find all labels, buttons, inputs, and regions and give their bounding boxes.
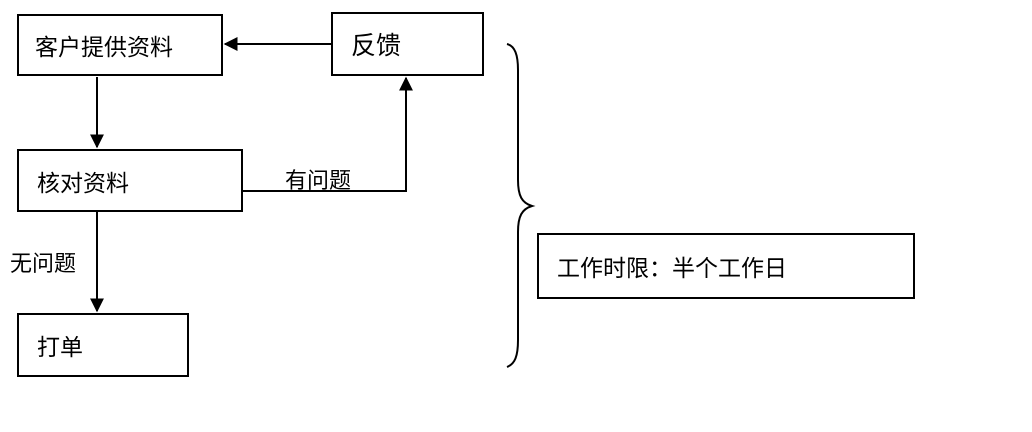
node-time-limit: 工作时限：半个工作日 (537, 233, 915, 299)
edge-label-has-problem: 有问题 (285, 169, 352, 194)
edge-label-no-problem: 无问题 (10, 252, 77, 277)
node-feedback: 反馈 (331, 12, 484, 76)
node-print-order: 打单 (17, 313, 189, 377)
right-curly-brace (506, 43, 536, 368)
node-verify-data: 核对资料 (17, 149, 243, 212)
arrow-verify-to-feedback (243, 76, 413, 192)
node-label: 打单 (37, 335, 83, 361)
node-label: 核对资料 (37, 170, 129, 197)
node-label: 反馈 (351, 31, 402, 60)
node-customer-provides-data: 客户提供资料 (17, 14, 223, 76)
node-label: 客户提供资料 (35, 35, 173, 61)
node-label: 工作时限：半个工作日 (557, 256, 787, 282)
